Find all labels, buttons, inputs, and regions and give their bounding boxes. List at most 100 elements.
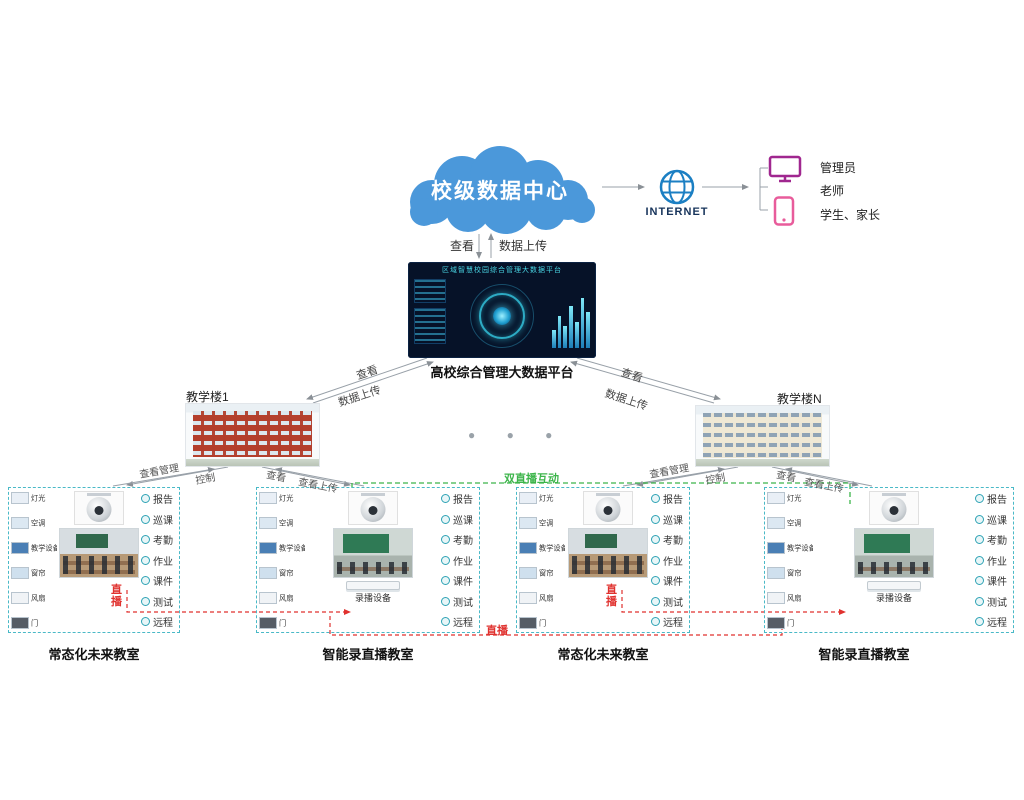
function-icon [141, 514, 150, 524]
classroom-caption-4: 智能录直播教室 [818, 647, 910, 662]
control-item: 空调 [259, 516, 305, 529]
function-item: 报告 [651, 491, 687, 506]
control-item: 灯光 [767, 491, 813, 504]
data-center-cloud: 校级数据中心 [396, 140, 604, 236]
panel-center: 录播设备 [815, 491, 973, 629]
control-thumb [519, 491, 537, 504]
control-item: 教学设备 [259, 541, 305, 554]
function-item: 考勤 [141, 532, 177, 547]
function-item: 报告 [975, 491, 1011, 506]
function-item: 远程 [651, 614, 687, 629]
function-icon [441, 596, 450, 606]
control-item: 灯光 [11, 491, 57, 504]
control-item: 风扇 [11, 591, 57, 604]
function-item: 巡课 [651, 512, 687, 527]
function-item: 考勤 [651, 532, 687, 547]
control-thumb [11, 516, 29, 529]
function-item: 作业 [141, 553, 177, 568]
function-item: 远程 [975, 614, 1011, 629]
classroom-photo [568, 528, 648, 578]
more-buildings-indicator: ● ● ● [468, 428, 567, 442]
dashboard-bar-widget [552, 282, 591, 348]
control-item: 窗帘 [519, 566, 565, 579]
function-icon [441, 555, 450, 565]
control-thumb [11, 616, 29, 629]
function-item: 测试 [975, 594, 1011, 609]
dual-live-interaction-label: 双直播互动 [504, 473, 559, 485]
phone-icon [773, 196, 795, 226]
dashboard-center-rings [470, 283, 534, 348]
blackboard [343, 533, 389, 553]
control-thumb [519, 566, 537, 579]
link-upload-label: 数据上传 [499, 239, 548, 253]
control-item: 门 [11, 616, 57, 629]
platform-caption: 高校综合管理大数据平台 [430, 365, 574, 380]
control-item: 风扇 [767, 591, 813, 604]
function-icon [651, 514, 660, 524]
control-thumb [259, 616, 277, 629]
function-icon [975, 596, 984, 606]
function-icon [141, 535, 150, 544]
dashboard-side-widgets [414, 279, 446, 344]
dashboard-title: 区域智慧校园综合管理大数据平台 [442, 267, 562, 274]
function-item: 考勤 [441, 532, 477, 547]
function-item: 测试 [441, 594, 477, 609]
control-item: 风扇 [519, 591, 565, 604]
recording-device: 录播设备 [867, 581, 921, 604]
building-n-image [695, 405, 830, 467]
classroom-photo [59, 528, 139, 578]
function-item: 远程 [141, 614, 177, 629]
classroom-caption-1: 常态化未来教室 [48, 647, 140, 662]
control-thumb [11, 491, 29, 504]
control-thumb [767, 541, 785, 554]
function-icon [975, 555, 984, 565]
function-item: 作业 [651, 553, 687, 568]
recorder-box [867, 581, 921, 590]
control-thumb [259, 591, 277, 604]
control-item: 窗帘 [259, 566, 305, 579]
control-item: 灯光 [519, 491, 565, 504]
blackboard [584, 533, 618, 549]
panel-center [567, 491, 649, 629]
control-item: 空调 [11, 516, 57, 529]
control-thumb [767, 591, 785, 604]
classroom-panel-4: 灯光 空调 教学设备 窗帘 风扇 [764, 487, 1014, 633]
control-thumb [11, 541, 29, 554]
function-icon [651, 617, 660, 626]
function-icon [441, 576, 450, 585]
function-item: 考勤 [975, 532, 1011, 547]
control-thumb [259, 541, 277, 554]
function-item: 巡课 [141, 512, 177, 527]
function-icon [141, 576, 150, 585]
recorder-label: 录播设备 [875, 593, 912, 603]
function-item: 课件 [975, 573, 1011, 588]
function-icon [441, 535, 450, 544]
building-1-label: 教学楼1 [186, 390, 229, 404]
device-control-list: 灯光 空调 教学设备 窗帘 风扇 [767, 491, 813, 629]
dome-camera-icon [74, 491, 124, 525]
device-control-list: 灯光 空调 教学设备 窗帘 风扇 [519, 491, 565, 629]
function-icon [441, 514, 450, 524]
recorder-box [346, 581, 400, 590]
live-label: 直播 [111, 584, 122, 608]
classroom-photo [333, 528, 413, 578]
classroom-panel-1: 灯光 空调 教学设备 窗帘 风扇 [8, 487, 180, 633]
dome-camera-icon [583, 491, 633, 525]
live-label: 直播 [486, 625, 508, 637]
control-item: 空调 [767, 516, 813, 529]
function-icon [141, 596, 150, 606]
classroom-caption-2: 智能录直播教室 [322, 647, 414, 662]
building-n-label: 教学楼N [777, 392, 822, 406]
control-thumb [519, 616, 537, 629]
control-thumb [259, 491, 277, 504]
control-thumb [767, 616, 785, 629]
control-item: 窗帘 [767, 566, 813, 579]
function-icon [651, 555, 660, 565]
function-icon [141, 617, 150, 626]
control-thumb [259, 516, 277, 529]
link-view-label: 查看 [450, 239, 475, 253]
control-item: 窗帘 [11, 566, 57, 579]
function-item: 作业 [441, 553, 477, 568]
internet-globe-icon [659, 169, 695, 205]
function-item: 测试 [141, 594, 177, 609]
